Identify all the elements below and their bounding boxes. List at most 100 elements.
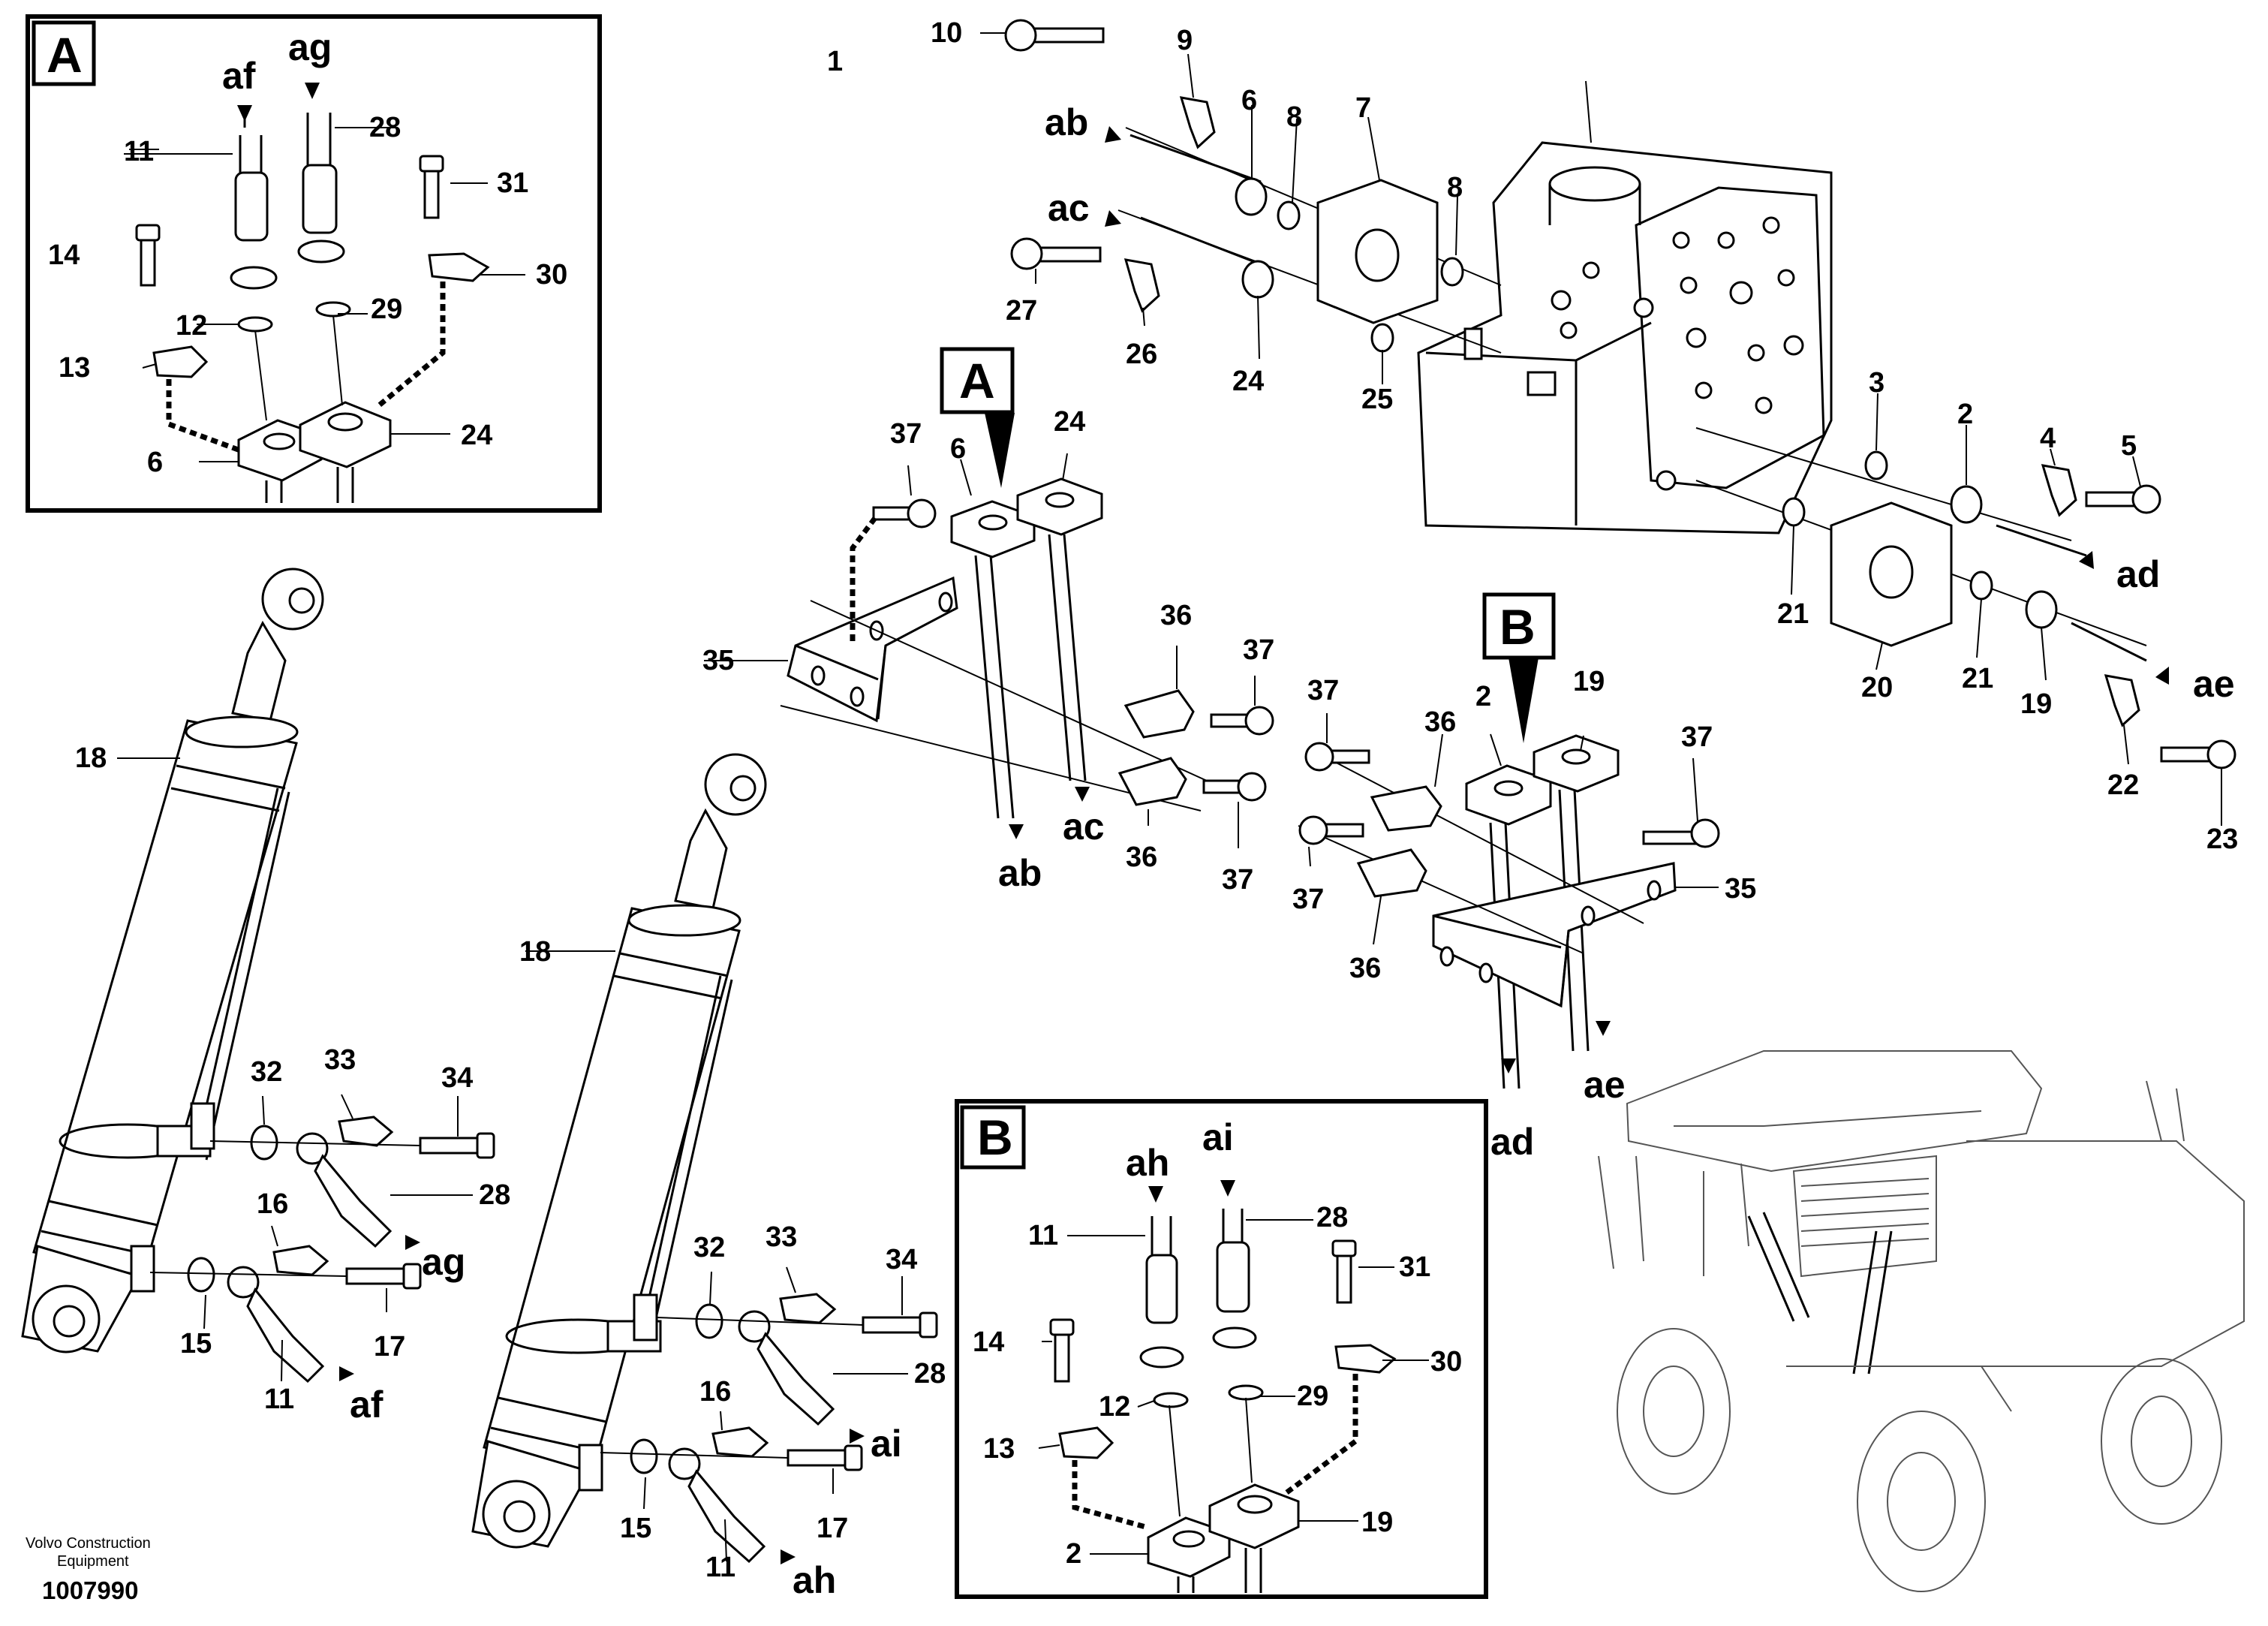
flange-19-bracket-port (1561, 748, 1591, 765)
callout-7: 7 (1355, 92, 1371, 124)
flange-19 (2025, 590, 2058, 629)
hose-fitting-28-a (302, 164, 338, 234)
bracket-35-left (787, 576, 958, 723)
hose-28-a (306, 113, 332, 173)
clamp-36-lower-a (1117, 757, 1187, 806)
fitting-28-right (738, 1310, 771, 1343)
callout-16-right: 16 (699, 1376, 731, 1408)
flange-19-b-port (1237, 1495, 1273, 1514)
callout-34-left: 34 (441, 1062, 473, 1094)
clamp-4 (2041, 464, 2077, 517)
bracket-group-a: A 37 6 24 35 36 37 ab ac 36 37 (702, 347, 1274, 896)
callout-19-b: 19 (1361, 1507, 1393, 1538)
detail-box-a-label: A (47, 27, 83, 83)
arrow-ad-bottom (1501, 1058, 1516, 1073)
clamp-13-a (152, 345, 209, 378)
callout-37-bracket-a: 37 (890, 418, 922, 450)
valve-plate-holes (1551, 216, 1804, 491)
callout-34-right: 34 (886, 1244, 917, 1275)
callout-20: 20 (1861, 672, 1893, 703)
bracket-35-left-hole-1 (811, 665, 826, 686)
callout-23: 23 (2206, 824, 2238, 855)
callout-24: 24 (1232, 366, 1264, 397)
arrow-ag (305, 83, 320, 99)
view-marker-a-label: A (959, 353, 995, 408)
flange-24-bracket-port (1045, 492, 1075, 508)
bracket-35-right-hole-3 (1581, 905, 1596, 926)
machine-radiator (1792, 1155, 1937, 1278)
ref-ac-top: ac (1048, 187, 1090, 229)
clamp-33-left (338, 1116, 394, 1147)
rod-right (674, 808, 728, 910)
callout-11-b: 11 (1028, 1220, 1058, 1251)
callout-8-lower: 8 (1447, 172, 1463, 203)
o-ring-21-lower (1969, 571, 1993, 601)
machine-front-wheel-right (1857, 1411, 1986, 1592)
view-marker-b-label: B (1499, 599, 1536, 655)
valve-block-1-port-sides (1548, 184, 1641, 225)
machine-body (1966, 1140, 2245, 1367)
screw-34-left-head (476, 1132, 495, 1159)
clamp-30-b (1334, 1344, 1397, 1374)
callout-11-left: 11 (264, 1384, 294, 1415)
ref-ai-b: ai (1202, 1116, 1234, 1158)
callout-28-a: 28 (369, 112, 401, 143)
clamp-36-upper-a (1123, 689, 1195, 739)
screw-37-bracket-top-head (907, 498, 937, 528)
cylinder-left: 18 32 33 34 28 ag 16 15 17 11 af (21, 568, 510, 1426)
machine-rear-wheel-hub (2131, 1396, 2192, 1487)
callout-31-a: 31 (497, 167, 528, 199)
flange-end-11-a (230, 266, 278, 290)
callout-25: 25 (1361, 384, 1393, 415)
flange-2 (1950, 485, 1983, 524)
clamp-30-a (428, 252, 490, 282)
pipes-bracket-a (974, 534, 1087, 819)
callout-11-a: 11 (124, 136, 154, 167)
credit-line-2: Equipment (57, 1553, 129, 1570)
fitting-28-left (296, 1132, 329, 1165)
bracket-35-left-hole-2 (850, 686, 865, 707)
callout-33-right: 33 (766, 1221, 797, 1253)
leader-lines-b (1038, 1219, 1429, 1555)
screw-14-b-head (1049, 1318, 1075, 1336)
screw-37-right-b-head (1690, 818, 1720, 848)
cylinder-right: 18 32 33 34 28 ai 16 15 17 11 ah (471, 753, 946, 1601)
callout-14-a: 14 (48, 239, 80, 271)
callout-1: 1 (827, 46, 843, 77)
o-ring-29-b (1228, 1384, 1264, 1401)
leader-lines-right (525, 950, 908, 1562)
callout-2-bracket-b: 2 (1475, 681, 1491, 712)
screw-34-right-head (919, 1311, 938, 1338)
hose-11-right (687, 1469, 766, 1564)
hose-fitting-11-b (1145, 1254, 1178, 1324)
machine-crossbar (1674, 1110, 1982, 1127)
pipes-b (1177, 1548, 1262, 1593)
callout-5: 5 (2121, 430, 2137, 462)
o-ring-15-right (630, 1438, 658, 1474)
ref-ag-a: ag (288, 26, 332, 68)
o-ring-21-upper (1782, 497, 1806, 527)
barrel-left-rings (170, 764, 286, 812)
machine-front-wheel-left-hub (1643, 1366, 1704, 1457)
barrel-right-top (627, 904, 741, 937)
hose-fitting-11-a (234, 171, 269, 242)
valve-block-1-port (1548, 166, 1641, 202)
axis-ab (1125, 127, 1502, 286)
ref-ae-bottom: ae (1584, 1064, 1626, 1106)
callout-21-right: 21 (1962, 663, 1993, 694)
hose-28-right (757, 1332, 835, 1426)
port-bottom-right (578, 1444, 603, 1492)
flange-24 (1241, 260, 1274, 299)
callout-17-left: 17 (374, 1331, 405, 1363)
ref-ah-right: ah (793, 1559, 836, 1601)
o-ring-12-a (237, 316, 273, 333)
callout-37-upper-b: 37 (1307, 675, 1339, 706)
arrow-ae-right (2155, 667, 2169, 685)
pipes-a (265, 467, 354, 503)
callout-37-right-b: 37 (1681, 721, 1713, 753)
arrow-ab-top (1105, 126, 1121, 143)
callout-29-a: 29 (371, 294, 402, 325)
callout-15-right: 15 (620, 1513, 651, 1544)
callout-17-right: 17 (817, 1513, 848, 1544)
